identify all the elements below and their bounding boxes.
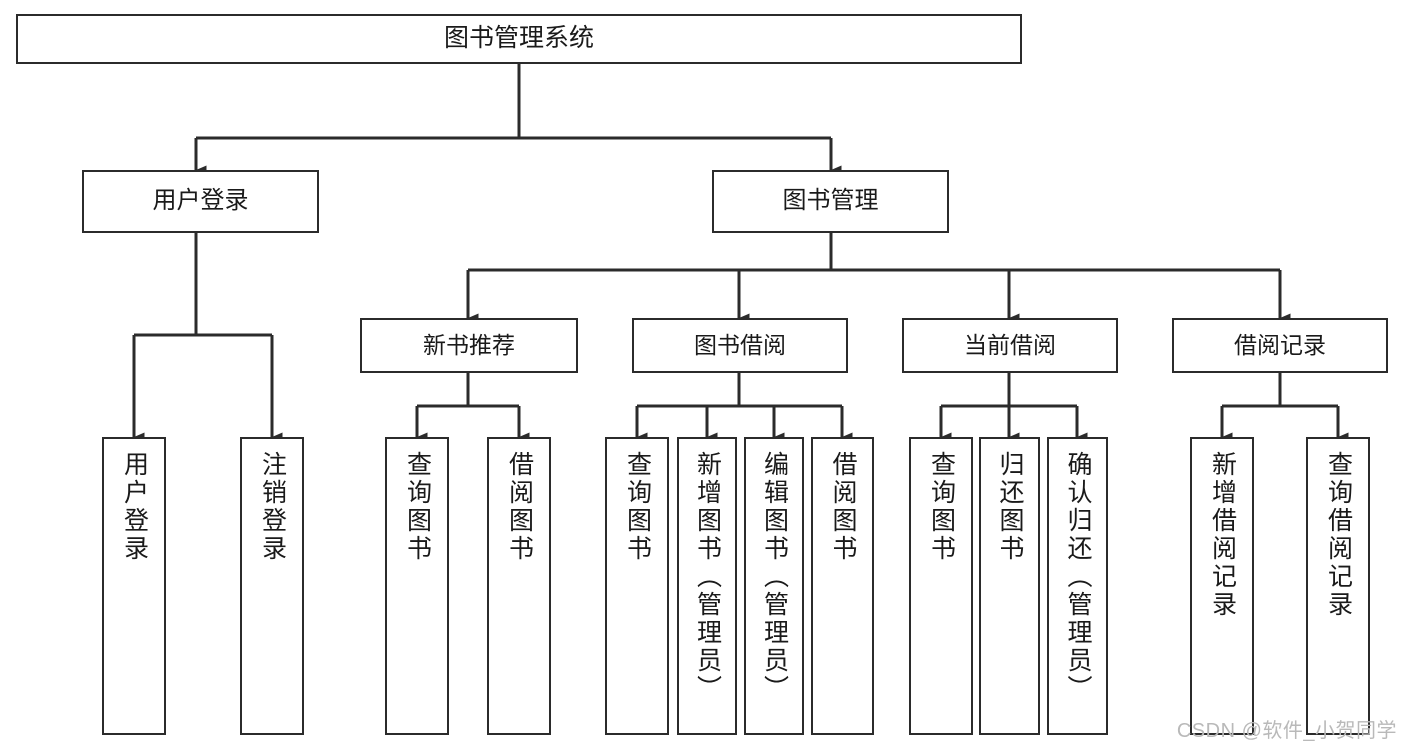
node-current-borrow[interactable]: 当前借阅 [902,318,1118,373]
node-label: 归还图书 [996,451,1024,563]
node-label: 图书借阅 [694,331,786,358]
node-label: 借阅图书 [505,451,534,563]
node-label: 注销登录 [258,451,287,563]
node-leaf-add-borrow-record[interactable]: 新增借阅记录 [1190,437,1254,735]
node-leaf-query-borrow-record[interactable]: 查询借阅记录 [1306,437,1370,735]
node-label: 新增图书（管理员） [693,451,722,703]
node-label: 当前借阅 [964,331,1056,358]
node-label: 借阅记录 [1234,331,1326,358]
node-label: 用户登录 [120,451,149,563]
node-label: 图书管理系统 [443,24,594,53]
node-label: 借阅图书 [829,451,857,563]
node-leaf-borrow-book-recommend[interactable]: 借阅图书 [487,437,551,735]
csdn-watermark: CSDN @软件_小贺同学 [1176,720,1397,742]
node-book-borrow[interactable]: 图书借阅 [632,318,848,373]
node-label: 编辑图书（管理员） [760,451,789,703]
node-label: 查询图书 [403,451,432,563]
node-leaf-user-login[interactable]: 用户登录 [102,437,166,735]
node-label: 查询图书 [927,451,956,563]
node-label: 图书管理 [782,187,879,215]
node-label: 新增借阅记录 [1208,451,1237,619]
node-leaf-query-book-current[interactable]: 查询图书 [909,437,973,735]
node-leaf-confirm-return-admin[interactable]: 确认归还（管理员） [1047,437,1108,735]
node-leaf-borrow-book[interactable]: 借阅图书 [811,437,874,735]
node-borrow-record[interactable]: 借阅记录 [1172,318,1388,373]
node-leaf-add-book-admin[interactable]: 新增图书（管理员） [677,437,737,735]
node-leaf-logout-login[interactable]: 注销登录 [240,437,304,735]
node-root-book-management-system[interactable]: 图书管理系统 [16,14,1022,64]
node-leaf-query-book-borrow[interactable]: 查询图书 [605,437,669,735]
node-label: 确认归还（管理员） [1064,451,1092,703]
node-label: 新书推荐 [423,331,515,358]
node-label: 查询借阅记录 [1324,451,1353,619]
node-label: 用户登录 [152,187,249,215]
node-leaf-edit-book-admin[interactable]: 编辑图书（管理员） [744,437,804,735]
node-book-management[interactable]: 图书管理 [712,170,949,233]
node-new-book-recommendation[interactable]: 新书推荐 [360,318,578,373]
node-user-login[interactable]: 用户登录 [82,170,319,233]
node-label: 查询图书 [623,451,652,563]
node-leaf-query-book-recommend[interactable]: 查询图书 [385,437,449,735]
node-leaf-return-book[interactable]: 归还图书 [979,437,1040,735]
